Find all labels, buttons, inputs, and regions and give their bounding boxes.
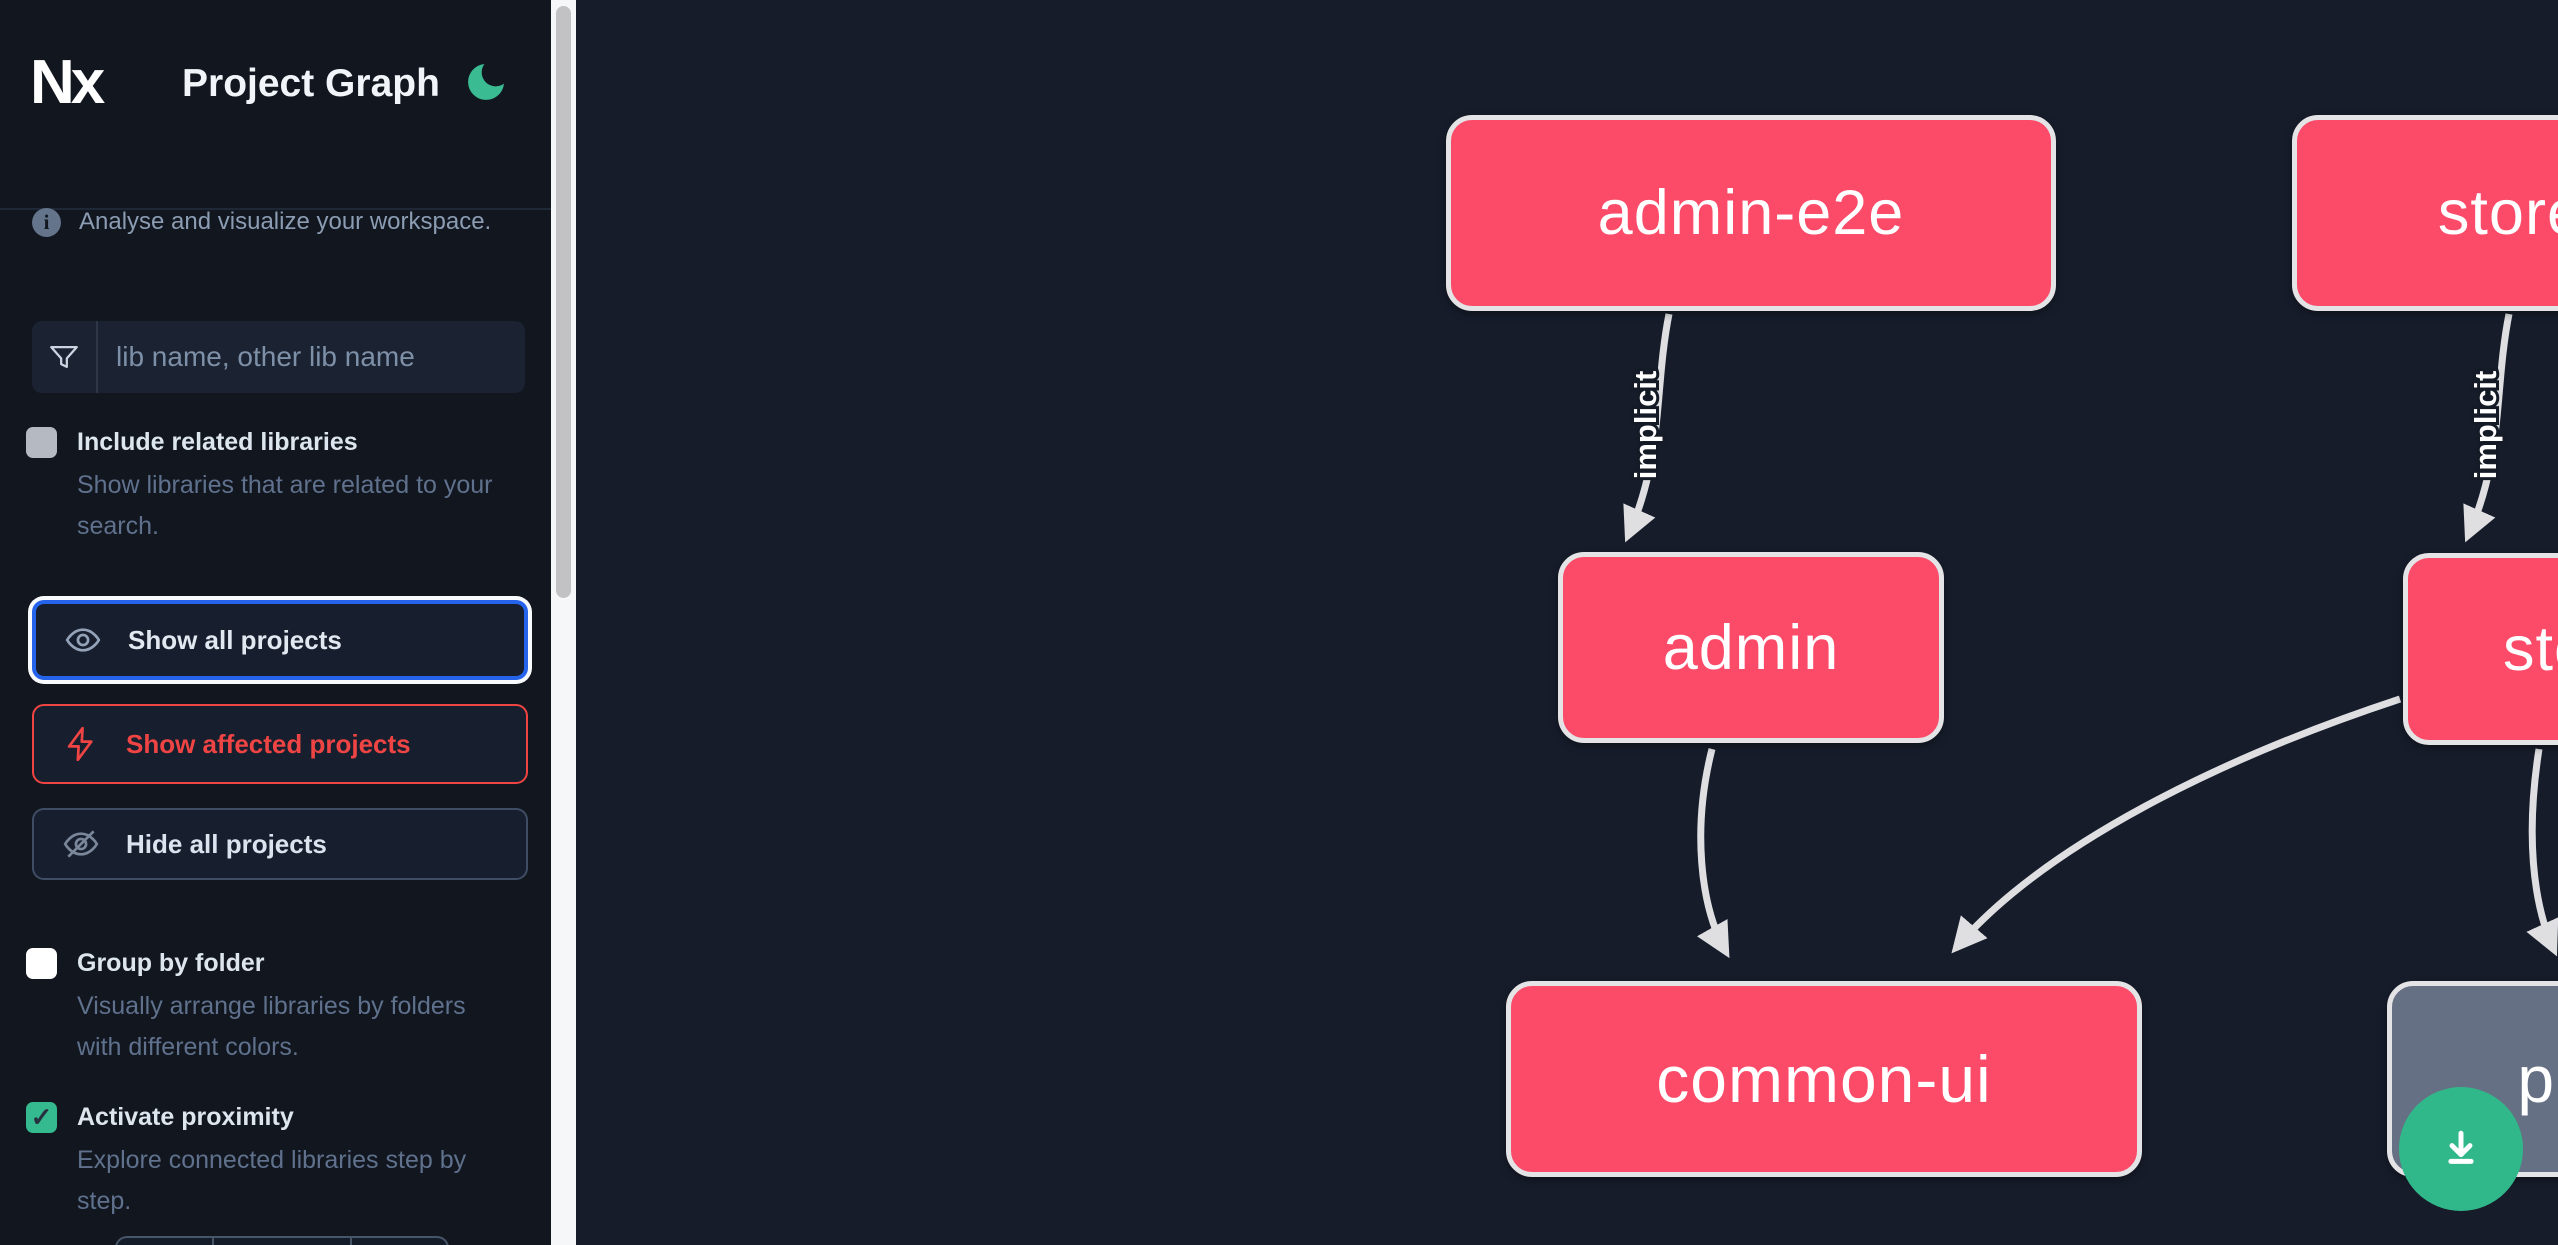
option-include-related: Include related libraries Show libraries… <box>26 425 506 547</box>
search-input[interactable] <box>98 321 525 393</box>
tagline-text: Analyse and visualize your workspace. <box>79 208 492 235</box>
edge-label-implicit-store: implicit <box>2468 371 2503 480</box>
sidebar-header: Nx Project Graph <box>0 0 551 208</box>
graph-node-store[interactable]: store <box>2403 553 2558 745</box>
bolt-icon <box>67 726 93 762</box>
download-icon <box>2448 1130 2474 1164</box>
download-graph-button[interactable] <box>2399 1087 2523 1211</box>
theme-toggle-button[interactable] <box>462 58 510 106</box>
activate-proximity-description: Explore connected libraries step by step… <box>77 1146 467 1215</box>
nx-logo-icon: Nx <box>30 47 105 117</box>
proximity-increment-segment[interactable] <box>352 1238 447 1245</box>
group-by-folder-checkbox[interactable] <box>26 948 57 979</box>
option-group-by-folder: Group by folder Visually arrange librari… <box>26 946 506 1068</box>
show-all-projects-label: Show all projects <box>128 624 342 655</box>
graph-node-admin[interactable]: admin <box>1558 552 1944 743</box>
edge-admin-e2e-to-admin[interactable] <box>1623 313 1673 543</box>
proximity-value-segment <box>214 1238 352 1245</box>
proximity-decrement-segment[interactable] <box>117 1238 214 1245</box>
edge-store-e2e-to-store[interactable] <box>2463 313 2513 543</box>
eye-icon <box>65 628 101 652</box>
group-by-folder-label: Group by folder <box>77 949 265 977</box>
group-by-folder-description: Visually arrange libraries by folders wi… <box>77 992 466 1061</box>
search-box <box>32 321 525 393</box>
include-related-label: Include related libraries <box>77 428 358 456</box>
show-all-projects-button[interactable]: Show all projects <box>32 600 528 680</box>
graph-node-common-ui[interactable]: common-ui <box>1506 981 2142 1177</box>
graph-node-store-e2e[interactable]: store-e2e <box>2292 115 2558 311</box>
edge-store-to-common-ui[interactable] <box>1951 695 2402 954</box>
activate-proximity-label: Activate proximity <box>77 1103 294 1131</box>
info-icon: i <box>32 207 61 237</box>
include-related-description: Show libraries that are related to your … <box>77 471 493 540</box>
sidebar: Nx Project Graph i Analyse and visualize… <box>0 0 551 1245</box>
header-divider <box>0 208 551 210</box>
edge-label-implicit-admin: implicit <box>1628 371 1663 480</box>
eye-slash-icon <box>63 830 99 858</box>
edge-store-to-products[interactable] <box>2526 748 2558 957</box>
graph-edges-layer: implicit implicit <box>1623 313 2558 959</box>
show-affected-projects-label: Show affected projects <box>126 728 411 759</box>
page-title: Project Graph <box>182 62 440 105</box>
graph-canvas[interactable]: implicit implicit admin-e2e store-e2e ad… <box>576 0 2558 1245</box>
filter-icon <box>32 321 98 393</box>
sidebar-scrollbar-track[interactable] <box>551 0 576 1245</box>
activate-proximity-checkbox[interactable]: ✓ <box>26 1102 57 1133</box>
edge-admin-to-common-ui[interactable] <box>1696 748 1730 959</box>
hide-all-projects-button[interactable]: Hide all projects <box>32 808 528 880</box>
graph-node-admin-e2e[interactable]: admin-e2e <box>1446 115 2056 311</box>
proximity-depth-control[interactable] <box>115 1236 449 1245</box>
hide-all-projects-label: Hide all projects <box>126 828 327 859</box>
sidebar-scrollbar-thumb[interactable] <box>556 6 571 598</box>
moon-icon <box>468 64 504 100</box>
option-activate-proximity: ✓ Activate proximity Explore connected l… <box>26 1100 506 1222</box>
show-affected-projects-button[interactable]: Show affected projects <box>32 704 528 784</box>
include-related-checkbox[interactable] <box>26 427 57 458</box>
tagline-row: i Analyse and visualize your workspace. <box>32 205 491 239</box>
